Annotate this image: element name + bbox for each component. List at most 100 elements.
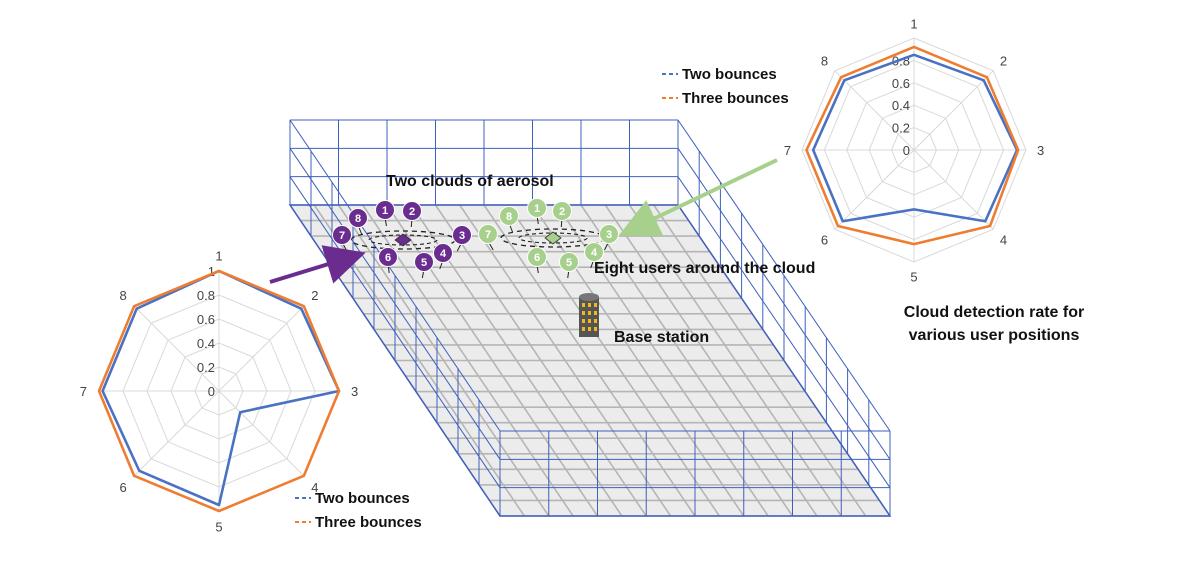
user-marker bbox=[375, 200, 395, 220]
floor-grid-line bbox=[653, 204, 867, 517]
radar-tick-label: 0 bbox=[208, 384, 215, 399]
user-badge: 4 bbox=[433, 243, 453, 270]
legend-left: Two bounces Three bounces bbox=[295, 490, 422, 531]
user-marker bbox=[452, 225, 472, 245]
radar-axis-label: 4 bbox=[1000, 232, 1007, 247]
aerosol-cloud-icon bbox=[394, 233, 412, 247]
legend-label-two-bounces: Two bounces bbox=[315, 490, 410, 507]
radar-series-line bbox=[97, 269, 341, 513]
radar-axis-label: 2 bbox=[1000, 54, 1007, 69]
radar-spoke bbox=[834, 149, 915, 230]
user-number: 6 bbox=[534, 252, 540, 264]
radar-axis-label: 6 bbox=[119, 480, 126, 495]
user-marker bbox=[527, 247, 547, 267]
radar-tick-label: 0.4 bbox=[197, 336, 215, 351]
user-badge: 1 bbox=[375, 200, 395, 227]
green-arrow bbox=[618, 158, 778, 237]
user-number: 8 bbox=[506, 211, 512, 223]
room-wireframe bbox=[288, 119, 892, 517]
radar-spoke bbox=[133, 305, 220, 392]
radar-tick-label: 0.6 bbox=[892, 76, 910, 91]
radar-spoke bbox=[218, 305, 305, 392]
legend-label-three-bounces: Three bounces bbox=[682, 90, 789, 107]
user-marker bbox=[478, 224, 498, 244]
user-badge: 6 bbox=[527, 247, 547, 274]
user-marker bbox=[559, 252, 579, 272]
radar-axis-label: 7 bbox=[784, 143, 791, 158]
caption-line-2: various user positions bbox=[909, 327, 1080, 344]
floor-grid-line bbox=[580, 204, 794, 517]
user-marker bbox=[378, 247, 398, 267]
user-marker bbox=[552, 201, 572, 221]
legend-label-two-bounces: Two bounces bbox=[682, 66, 777, 83]
radar-axis-label: 5 bbox=[215, 520, 222, 535]
clouds-label: Two clouds of aerosol bbox=[386, 173, 554, 190]
user-number: 2 bbox=[409, 206, 415, 218]
floor-outline bbox=[288, 204, 892, 517]
base-station-label: Base station bbox=[614, 329, 709, 346]
radar-series-line bbox=[101, 269, 341, 507]
user-number: 7 bbox=[485, 229, 491, 241]
user-number: 3 bbox=[459, 230, 465, 242]
user-badge: 6 bbox=[378, 247, 398, 274]
radar-axis-label: 8 bbox=[821, 54, 828, 69]
user-badge: 4 bbox=[584, 242, 604, 269]
user-marker bbox=[332, 225, 352, 245]
user-marker bbox=[584, 242, 604, 262]
user-number: 3 bbox=[606, 229, 612, 241]
radar-spoke bbox=[913, 70, 994, 151]
radar-axis-label: 1 bbox=[910, 16, 917, 31]
radar-axis-label: 2 bbox=[311, 288, 318, 303]
user-badge: 1 bbox=[527, 198, 547, 225]
user-number: 5 bbox=[421, 257, 427, 269]
legend-right: Two bounces Three bounces bbox=[662, 66, 789, 107]
user-number: 7 bbox=[339, 230, 345, 242]
base-station-icon bbox=[579, 293, 599, 337]
user-badge: 8 bbox=[499, 206, 519, 233]
cloud-orbit-inner bbox=[518, 232, 588, 244]
radar-axis-label: 5 bbox=[910, 270, 917, 285]
user-badge: 2 bbox=[402, 201, 422, 228]
user-badge: 5 bbox=[414, 252, 434, 279]
user-badge: 3 bbox=[599, 224, 619, 251]
user-number: 1 bbox=[382, 205, 388, 217]
user-badge: 2 bbox=[552, 201, 572, 228]
user-number: 6 bbox=[385, 252, 391, 264]
radar-tick-label: 0 bbox=[903, 143, 910, 158]
user-marker bbox=[348, 208, 368, 228]
user-marker bbox=[414, 252, 434, 272]
user-number: 4 bbox=[440, 248, 447, 260]
floor-grid-line bbox=[434, 204, 647, 517]
user-number: 2 bbox=[559, 206, 565, 218]
floor-grid-line bbox=[628, 204, 842, 517]
radar-spoke bbox=[133, 390, 220, 477]
radar-tick-label: 0.8 bbox=[197, 288, 215, 303]
user-badge: 3 bbox=[452, 225, 472, 252]
radar-tick-label: 0.2 bbox=[892, 121, 910, 136]
radar-tick-label: 0.2 bbox=[197, 360, 215, 375]
users-label: Eight users around the cloud bbox=[594, 260, 815, 277]
cloud-orbit-inner bbox=[368, 234, 438, 246]
floor-grid-line bbox=[483, 204, 696, 517]
purple-arrow bbox=[269, 245, 366, 284]
radar-axis-label: 1 bbox=[215, 248, 222, 263]
user-marker bbox=[433, 243, 453, 263]
radar-tick-label: 0.4 bbox=[892, 98, 910, 113]
user-number: 1 bbox=[534, 203, 540, 215]
user-badge: 7 bbox=[478, 224, 498, 251]
user-marker bbox=[527, 198, 547, 218]
radar-axis-label: 8 bbox=[119, 288, 126, 303]
radar-axis-label: 4 bbox=[311, 480, 318, 495]
radar-spoke bbox=[218, 390, 305, 477]
radar-axis-label: 3 bbox=[351, 384, 358, 399]
radar-tick-label: 1 bbox=[208, 264, 215, 279]
user-number: 4 bbox=[591, 247, 598, 259]
radar-series-line bbox=[805, 45, 1020, 246]
radar-tick-label: 0.6 bbox=[197, 312, 215, 327]
